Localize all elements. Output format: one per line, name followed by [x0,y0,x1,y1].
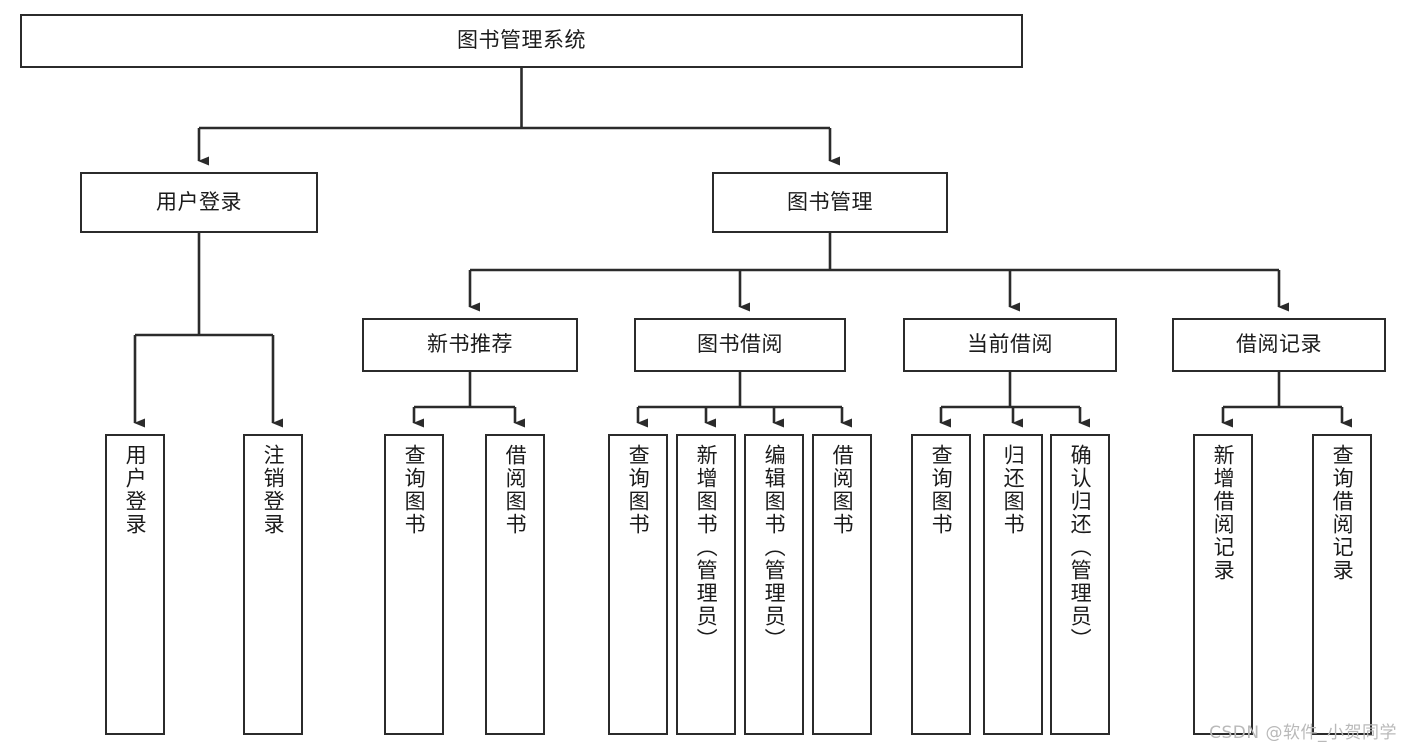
node-l_bor2[interactable]: 新增图书（管理员） [676,434,736,735]
node-label: 查询图书 [402,444,427,536]
node-label: 图书借阅 [697,332,783,357]
node-label: 图书管理 [787,189,873,214]
node-l_new2[interactable]: 借阅图书 [485,434,545,735]
node-label: 确认归还（管理员） [1068,444,1093,651]
node-n_newbook[interactable]: 新书推荐 [362,318,578,372]
node-l_new1[interactable]: 查询图书 [384,434,444,735]
node-l_login2[interactable]: 注销登录 [243,434,303,735]
node-label: 借阅图书 [830,444,855,536]
node-label: 用户登录 [156,189,242,214]
node-label: 用户登录 [123,444,148,536]
node-n_record[interactable]: 借阅记录 [1172,318,1386,372]
node-l_cur1[interactable]: 查询图书 [911,434,971,735]
node-l_cur3[interactable]: 确认归还（管理员） [1050,434,1110,735]
node-label: 图书管理系统 [457,28,586,53]
node-l_bor4[interactable]: 借阅图书 [812,434,872,735]
node-label: 归还图书 [1001,444,1026,536]
node-label: 新增图书（管理员） [694,444,719,651]
node-label: 新增借阅记录 [1211,444,1236,582]
node-l_login1[interactable]: 用户登录 [105,434,165,735]
node-root[interactable]: 图书管理系统 [20,14,1023,68]
node-label: 查询图书 [929,444,954,536]
watermark-label: CSDN @软件_小贺同学 [1209,723,1397,743]
node-n_bookmgmt[interactable]: 图书管理 [712,172,948,233]
node-l_bor3[interactable]: 编辑图书（管理员） [744,434,804,735]
node-n_login[interactable]: 用户登录 [80,172,318,233]
node-l_cur2[interactable]: 归还图书 [983,434,1043,735]
node-label: 借阅图书 [503,444,528,536]
node-label: 当前借阅 [967,332,1053,357]
node-l_rec2[interactable]: 查询借阅记录 [1312,434,1372,735]
node-label: 新书推荐 [427,332,513,357]
node-l_rec1[interactable]: 新增借阅记录 [1193,434,1253,735]
node-n_borrow[interactable]: 图书借阅 [634,318,846,372]
node-label: 查询图书 [626,444,651,536]
node-label: 借阅记录 [1236,332,1322,357]
node-n_current[interactable]: 当前借阅 [903,318,1117,372]
node-label: 注销登录 [261,444,286,536]
node-label: 编辑图书（管理员） [762,444,787,651]
node-l_bor1[interactable]: 查询图书 [608,434,668,735]
node-label: 查询借阅记录 [1330,444,1355,582]
